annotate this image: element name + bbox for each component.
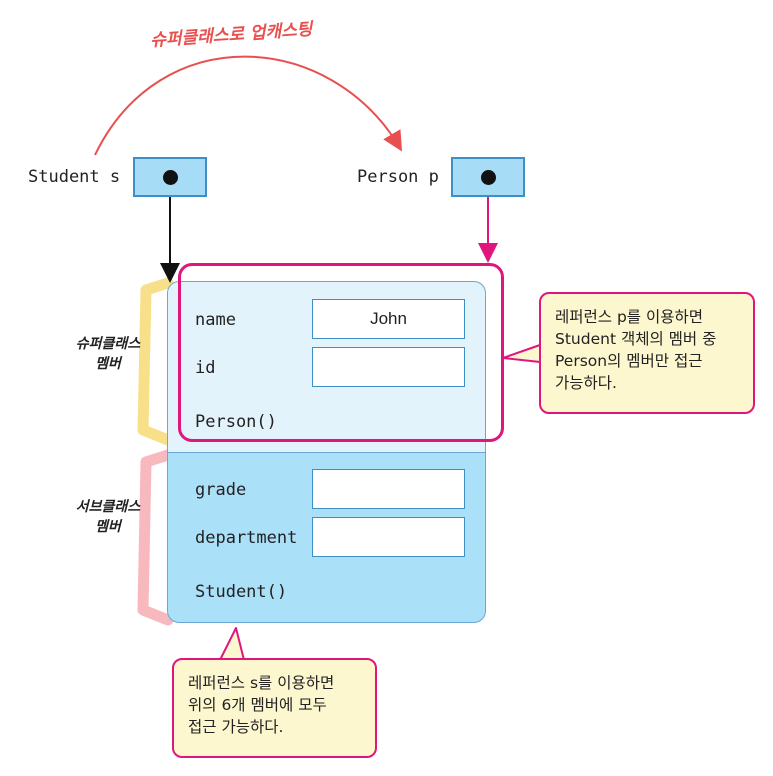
superclass-brace	[137, 277, 174, 446]
student-callout-line1: 레퍼런스 s를 이용하면	[188, 674, 335, 692]
person-callout-line4: 가능하다.	[555, 374, 617, 392]
grade-field-label: grade	[195, 480, 247, 500]
student-constructor-label: Student()	[195, 582, 288, 602]
person-var-label: Person p	[357, 167, 439, 187]
subclass-brace-label-line1: 서브클래스	[75, 499, 141, 515]
student-callout-line2: 위의 6개 멤버에 모두	[188, 696, 327, 714]
superclass-brace-label-line2: 멤버	[95, 356, 121, 372]
student-callout-line3: 접근 가능하다.	[188, 718, 284, 736]
student-callout: 레퍼런스 s를 이용하면 위의 6개 멤버에 모두 접근 가능하다.	[172, 658, 377, 758]
id-field-box	[312, 347, 465, 387]
id-field-label: id	[195, 358, 216, 378]
grade-field-box	[312, 469, 465, 509]
superclass-brace-label: 슈퍼클래스 멤버	[68, 334, 148, 374]
student-reference-dot	[163, 170, 178, 185]
person-accessible-frame	[178, 263, 504, 442]
superclass-brace-label-line1: 슈퍼클래스	[75, 336, 141, 352]
subclass-brace	[137, 449, 174, 626]
person-callout: 레퍼런스 p를 이용하면 Student 객체의 멤버 중 Person의 멤버…	[539, 292, 755, 414]
student-callout-tail	[219, 627, 245, 661]
name-field-label: name	[195, 310, 236, 330]
subclass-brace-label: 서브클래스 멤버	[68, 497, 148, 537]
person-constructor-label: Person()	[195, 412, 277, 432]
person-callout-line1: 레퍼런스 p를 이용하면	[555, 308, 704, 326]
subclass-brace-label-line2: 멤버	[95, 519, 121, 535]
person-callout-tail	[502, 344, 541, 363]
department-field-box	[312, 517, 465, 557]
person-callout-line2: Student 객체의 멤버 중	[555, 330, 717, 348]
department-field-label: department	[195, 528, 298, 548]
upcast-arrow	[94, 55, 403, 156]
person-reference-dot	[481, 170, 496, 185]
student-var-label: Student s	[28, 167, 121, 187]
name-field-box: John	[312, 299, 465, 339]
person-callout-line3: Person의 멤버만 접근	[555, 352, 703, 370]
